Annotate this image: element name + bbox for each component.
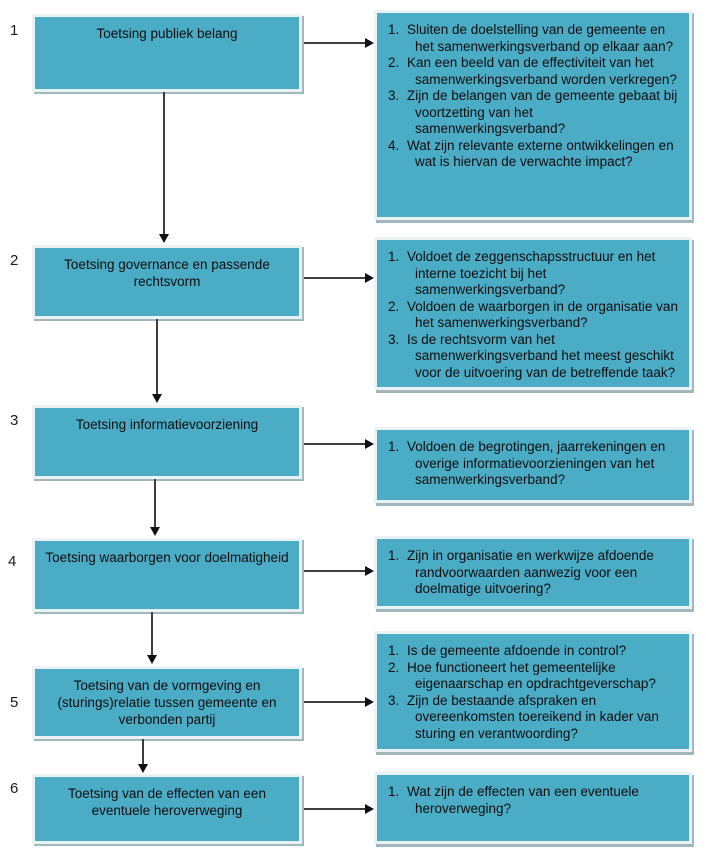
question-item: 4. Wat zijn relevante externe ontwikkelin… (388, 138, 681, 171)
arrow-right (304, 277, 366, 279)
step-label: Toetsing van de vormgeving en (sturings)… (57, 678, 277, 727)
questions-box: 1. Voldoet de zeggenschapsstructuur en he… (374, 237, 692, 390)
arrowhead-down-icon (138, 764, 148, 773)
step-label: Toetsing publiek belang (96, 26, 238, 41)
question-text: Hoe functioneert het gemeentelijke eigen… (407, 659, 656, 692)
step-number: 5 (10, 694, 19, 711)
arrow-down (163, 92, 165, 234)
step-box: Toetsing governance en passende rechtsvo… (32, 245, 302, 319)
step-label: Toetsing van de effecten van een eventue… (68, 786, 266, 818)
step-label: Toetsing informatievoorziening (75, 417, 259, 432)
questions-box: 1. Sluiten de doelstelling van de gemeent… (374, 10, 692, 220)
arrowhead-right-icon (365, 439, 374, 449)
arrowhead-down-icon (147, 655, 157, 664)
arrow-right (304, 701, 366, 703)
arrow-right (304, 570, 366, 572)
question-number: 2. (388, 298, 400, 314)
arrowhead-right-icon (365, 566, 374, 576)
questions-box: 1. Zijn in organisatie en werkwijze afdoe… (374, 536, 692, 609)
question-text: Wat zijn de effecten van een eventuele h… (407, 784, 639, 816)
question-text: Zijn de belangen van de gemeente gebaat … (407, 88, 678, 136)
question-item: 1. Zijn in organisatie en werkwijze afdoe… (388, 548, 681, 598)
question-item: 1. Sluiten de doelstelling van de gemeent… (388, 22, 681, 55)
question-number: 3. (388, 88, 400, 103)
question-item: 1. Voldoet de zeggenschapsstructuur en he… (388, 249, 681, 299)
arrow-down (151, 612, 153, 656)
step-number: 2 (10, 252, 19, 269)
step-number: 4 (8, 553, 17, 570)
arrow-right (304, 42, 366, 44)
question-item: 2. Kan een beeld van de effectiviteit van… (388, 55, 681, 88)
arrow-down (154, 479, 156, 528)
step-number: 6 (10, 780, 19, 797)
arrowhead-down-icon (152, 394, 162, 403)
question-text: Voldoen de waarborgen in de organisatie … (407, 298, 678, 331)
question-item: 2. Voldoen de waarborgen in de organisati… (388, 299, 681, 332)
arrow-down (142, 739, 144, 765)
step-box: Toetsing van de vormgeving en (sturings)… (32, 666, 302, 739)
arrow-down (156, 319, 158, 395)
arrowhead-down-icon (150, 527, 160, 536)
question-number: 1. (388, 784, 400, 799)
step-box: Toetsing van de effecten van een eventue… (32, 774, 302, 844)
questions-box: 1. Is de gemeente afdoende in control? 2.… (374, 631, 692, 752)
arrowhead-right-icon (365, 697, 374, 707)
arrowhead-right-icon (365, 804, 374, 814)
question-number: 1. (388, 22, 400, 37)
question-number: 3. (388, 331, 400, 347)
questions-box: 1. Wat zijn de effecten van een eventuele… (374, 772, 692, 844)
question-item: 1. Voldoen de begrotingen, jaarrekeningen… (388, 439, 681, 489)
question-number: 2. (388, 55, 400, 70)
step-number: 1 (10, 22, 19, 39)
arrow-right (304, 443, 366, 445)
step-number: 3 (10, 412, 19, 429)
questions-box: 1. Voldoen de begrotingen, jaarrekeningen… (374, 427, 692, 503)
question-item: 1. Is de gemeente afdoende in control? (388, 643, 681, 660)
question-number: 4. (388, 137, 400, 153)
step-box: Toetsing waarborgen voor doelmatigheid (32, 538, 302, 612)
question-item: 3. Is de rechtsvorm van het samenwerkings… (388, 332, 681, 382)
question-item: 1. Wat zijn de effecten van een eventuele… (388, 784, 681, 817)
arrowhead-right-icon (365, 273, 374, 283)
question-text: Zijn de bestaande afspraken en overeenko… (407, 692, 659, 741)
arrow-right (304, 808, 366, 810)
arrowhead-right-icon (365, 38, 374, 48)
step-label: Toetsing waarborgen voor doelmatigheid (45, 550, 289, 565)
step-box: Toetsing publiek belang (32, 14, 302, 92)
step-label: Toetsing governance en passende rechtsvo… (64, 257, 270, 289)
question-number: 1. (388, 249, 400, 264)
question-number: 1. (388, 439, 400, 454)
question-item: 3. Zijn de belangen van de gemeente gebaa… (388, 88, 681, 138)
question-item: 2. Hoe functioneert het gemeentelijke eig… (388, 660, 681, 693)
question-number: 2. (388, 659, 400, 675)
question-text: Is de gemeente afdoende in control? (407, 643, 627, 658)
question-text: Kan een beeld van de effectiviteit van h… (407, 55, 677, 87)
question-item: 3. Zijn de bestaande afspraken en overeen… (388, 693, 681, 743)
question-text: Voldoet de zeggenschapsstructuur en het … (407, 249, 656, 297)
question-number: 3. (388, 692, 400, 708)
question-text: Zijn in organisatie en werkwijze afdoend… (407, 548, 654, 596)
question-text: Is de rechtsvorm van het samenwerkingsve… (407, 331, 676, 380)
question-text: Wat zijn relevante externe ontwikkelinge… (407, 137, 674, 170)
question-text: Voldoen de begrotingen, jaarrekeningen e… (407, 439, 666, 487)
question-number: 1. (388, 643, 400, 658)
arrowhead-down-icon (159, 234, 169, 243)
question-number: 1. (388, 548, 400, 563)
question-text: Sluiten de doelstelling van de gemeente … (407, 22, 674, 54)
step-box: Toetsing informatievoorziening (32, 405, 302, 479)
